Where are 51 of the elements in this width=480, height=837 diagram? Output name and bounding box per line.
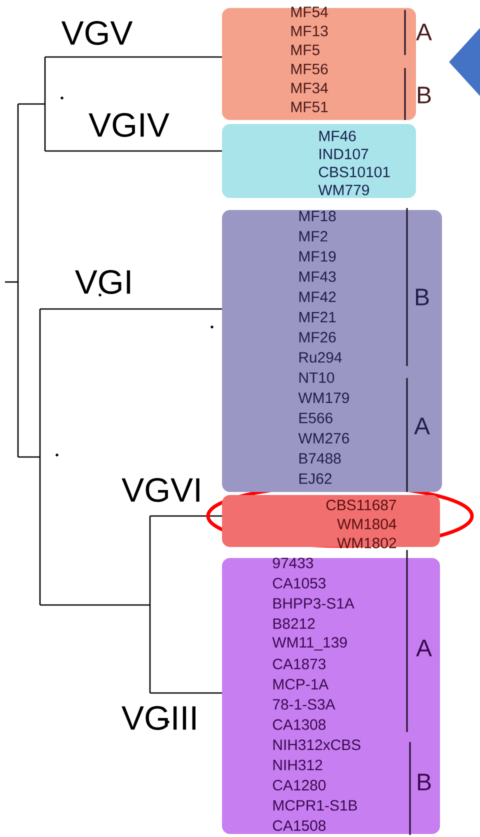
subclade-letter: B bbox=[418, 86, 431, 104]
taxon-label: MCP-1A bbox=[273, 678, 329, 690]
taxon-label: MF5 bbox=[291, 44, 320, 56]
taxon-label: WM276 bbox=[298, 432, 350, 444]
taxon-label: NT10 bbox=[299, 372, 334, 383]
subclade-letter: B bbox=[418, 774, 431, 790]
subclade-letter: A bbox=[414, 418, 430, 434]
taxon-label: MF26 bbox=[299, 332, 336, 342]
clade-name: VGIII bbox=[122, 706, 196, 730]
taxon-label: CBS11687 bbox=[326, 500, 396, 510]
taxon-label: EJ62 bbox=[299, 473, 332, 484]
subclade-letter: B bbox=[416, 288, 429, 306]
taxon-label: MF21 bbox=[299, 312, 336, 322]
taxon-label: MF19 bbox=[299, 251, 336, 262]
taxon-label: MF42 bbox=[299, 292, 336, 302]
taxon-label: CA1508 bbox=[272, 820, 326, 831]
taxon-label: Ru294 bbox=[299, 352, 342, 363]
taxon-label: CA1308 bbox=[272, 719, 326, 730]
taxon-label: MF51 bbox=[291, 102, 328, 112]
taxon-label: MF54 bbox=[291, 6, 328, 18]
taxon-label: WM11_139 bbox=[272, 637, 347, 650]
taxon-label: MF46 bbox=[319, 130, 356, 142]
clade-name: VGVI bbox=[122, 478, 200, 502]
taxon-label: MF43 bbox=[299, 271, 336, 282]
taxon-label: 78-1-S3A bbox=[272, 699, 336, 710]
taxon-label: NIH312xCBS bbox=[273, 740, 360, 750]
taxon-label: E566 bbox=[299, 412, 332, 424]
taxon-label: WM1802 bbox=[337, 538, 396, 548]
taxon-label: B8212 bbox=[273, 618, 315, 629]
taxon-label: MF18 bbox=[299, 210, 336, 222]
taxon-label: WM1804 bbox=[337, 518, 396, 530]
taxon-label: IND107 bbox=[320, 148, 368, 160]
taxon-label: MF34 bbox=[291, 82, 328, 94]
taxon-label: WM779 bbox=[318, 184, 369, 196]
taxon-label: CBS10101 bbox=[318, 166, 390, 178]
clade-name: VGI bbox=[74, 270, 130, 294]
taxon-label: 97433 bbox=[272, 558, 314, 568]
taxon-label: CA1873 bbox=[272, 658, 326, 670]
clade-name: VGIV bbox=[88, 113, 170, 137]
taxon-label: B7488 bbox=[299, 453, 341, 464]
taxon-label: CA1053 bbox=[272, 578, 326, 588]
taxon-label: WM179 bbox=[298, 392, 349, 404]
subclade-letter: A bbox=[416, 640, 432, 656]
taxon-label: MF56 bbox=[291, 64, 328, 74]
taxon-label: NIH312 bbox=[273, 760, 322, 770]
taxon-label: MF2 bbox=[299, 231, 328, 242]
taxon-label: BHPP3-S1A bbox=[273, 598, 354, 609]
clade-name: VGV bbox=[61, 21, 133, 45]
taxon-label: MCPR1-S1B bbox=[273, 800, 357, 811]
taxon-label: CA1280 bbox=[272, 780, 326, 790]
taxon-label: MF13 bbox=[291, 26, 328, 36]
